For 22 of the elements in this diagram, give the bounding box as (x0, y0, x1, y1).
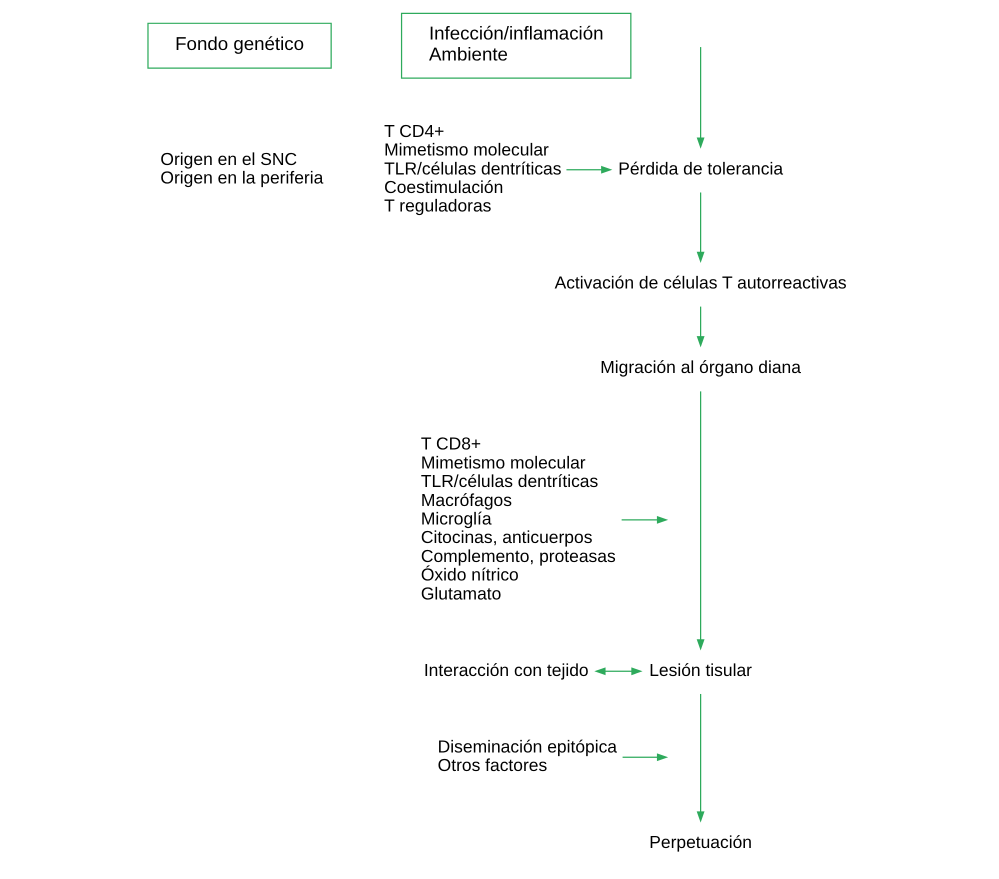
arrow (696, 391, 704, 650)
node-text: Interacción con tejido (423, 660, 588, 680)
node-text: Migración al órgano diana (600, 357, 800, 378)
node-box: Fondo genético (146, 22, 332, 69)
arrow (594, 667, 642, 676)
arrow (621, 516, 668, 524)
label: Origen en el SNC (160, 148, 297, 169)
arrow (696, 47, 704, 149)
arrow (696, 306, 704, 348)
node-text: Pérdida de tolerancia (618, 158, 783, 178)
label: Origen en la periferia (160, 168, 323, 188)
node-text: T CD4+ Mimetismo molecular TLR/células dentríticas Coestimulación T reguladoras (384, 120, 561, 216)
node-box: Infección/inflamación Ambiente (400, 12, 631, 79)
node-text: Diseminación epitópica Otros factores (437, 736, 617, 776)
node-text: T CD8+ Mimetismo molecular TLR/células dentríticas Macrófagos Microglía Citocinas, anticuerpos Complemento, proteasas Óxido nítrico Glutamato (420, 434, 616, 604)
node-text: Perpetuación (648, 832, 752, 852)
arrow (622, 753, 668, 762)
arrow (696, 694, 704, 823)
arrow (566, 166, 612, 174)
node-text: Lesión tisular (648, 660, 752, 680)
arrow (696, 192, 704, 263)
node-text: Activación de células T autorreactivas (554, 272, 846, 292)
